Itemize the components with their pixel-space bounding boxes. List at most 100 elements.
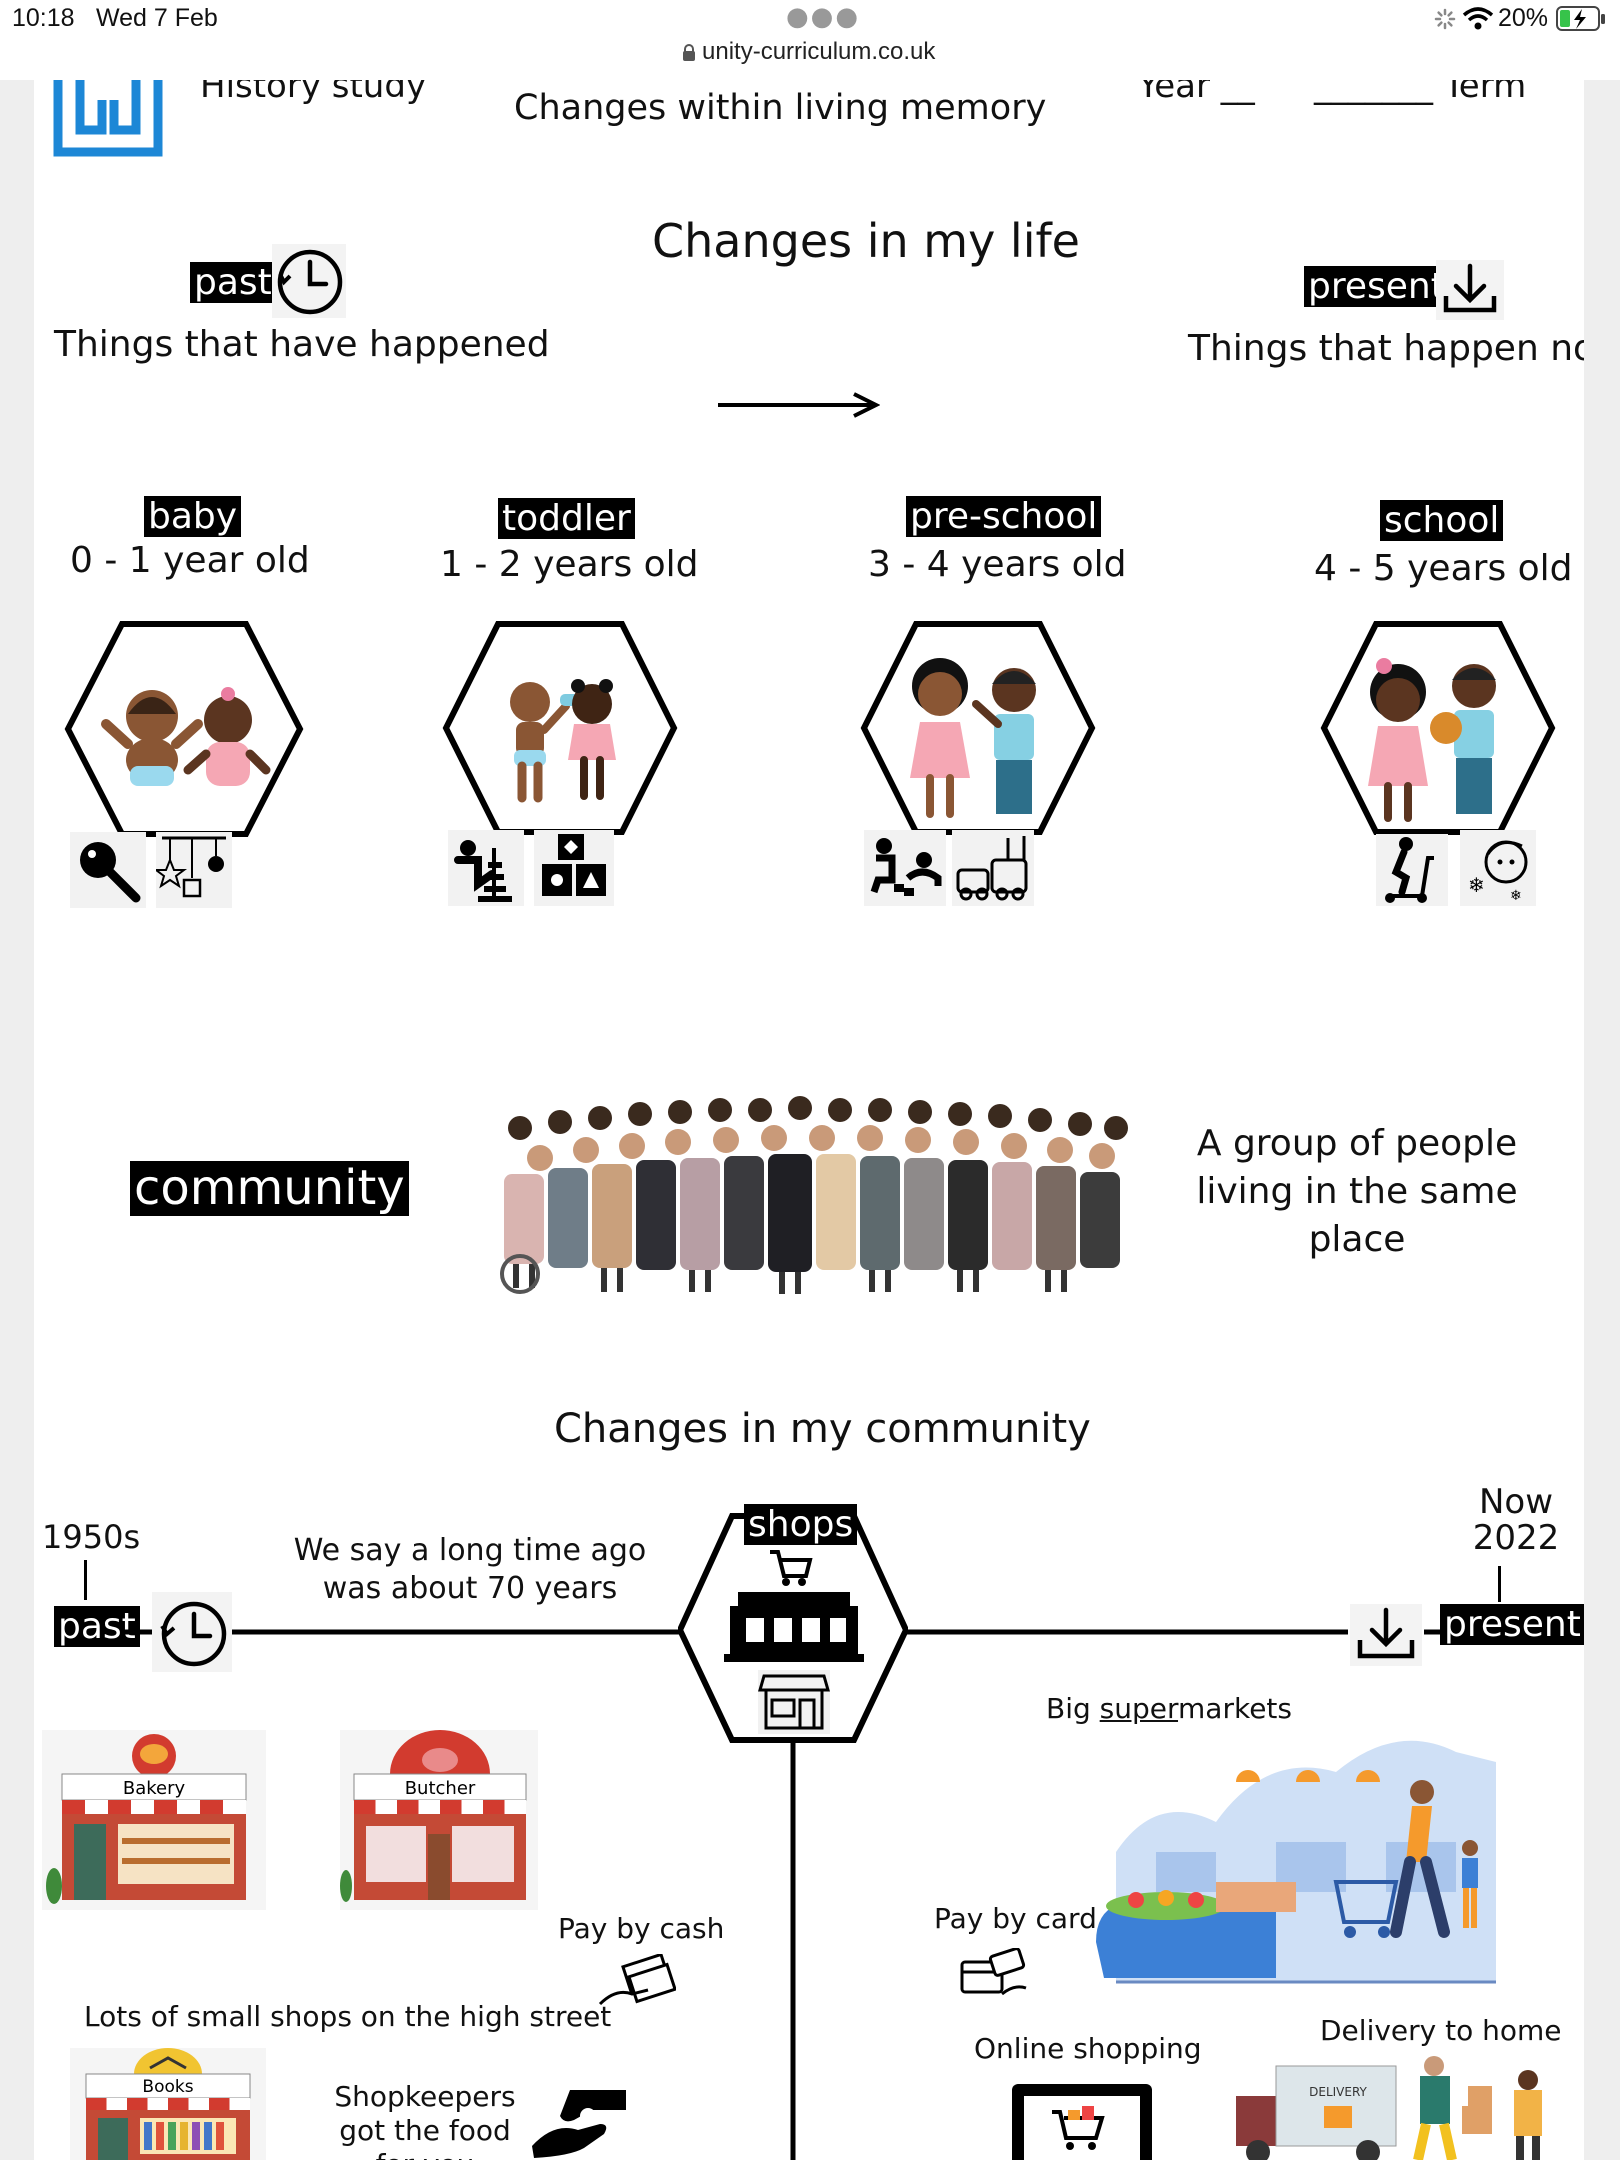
lock-icon	[683, 44, 695, 61]
delivery-picture: DELIVERY	[1236, 2056, 1542, 2160]
timeline-download-icon	[1350, 1604, 1422, 1666]
supermarket-picture	[1096, 1740, 1496, 1984]
shopkeepers-line-1: Shopkeepers	[334, 2080, 516, 2113]
clock-icon	[272, 244, 346, 318]
stage-school-tag: school	[1380, 500, 1504, 542]
hexagon-school-picture	[1320, 621, 1556, 835]
past-tag-text: past	[190, 262, 276, 304]
card-payment-icon	[960, 1948, 1027, 1996]
shopkeepers-line-2: got the food	[339, 2114, 511, 2147]
stage-school-tag-text: school	[1380, 500, 1504, 542]
worksheet-page: History study Changes within living memo…	[34, 80, 1584, 2160]
hexagon-baby-picture	[64, 621, 304, 837]
bakery-sign: Bakery	[123, 1778, 186, 1799]
small-shops-label: Lots of small shops on the high street	[84, 2000, 612, 2033]
timeline-note-line-2: was about 70 years	[322, 1571, 618, 1606]
butcher-shop-picture: Butcher	[340, 1730, 538, 1910]
big-supermarkets-underlined: super	[1099, 1692, 1179, 1725]
computer-cart-icon	[1012, 2084, 1152, 2160]
start-tick	[84, 1560, 87, 1600]
battery-percent: 20%	[1498, 4, 1549, 32]
present-tag: present	[1304, 266, 1449, 308]
timeline-past-tag: past	[54, 1606, 140, 1648]
community-definition: A group of people living in the same pla…	[1172, 1120, 1542, 1264]
cash-hand-icon	[598, 1954, 676, 2006]
stage-baby-tag-text: baby	[144, 496, 242, 538]
stage-toddler-tag-text: toddler	[498, 498, 635, 540]
timeline-lines	[120, 1629, 1440, 2160]
more-dots-icon[interactable]: ●●●	[786, 2, 861, 32]
community-tag: community	[130, 1160, 409, 1217]
big-supermarkets-label: Big supermarkets	[1046, 1692, 1292, 1725]
stage-preschool-age: 3 - 4 years old	[868, 544, 1127, 585]
wifi-icon	[1462, 7, 1494, 30]
stage-preschool-tag: pre-school	[906, 496, 1102, 538]
shop-front-icon	[724, 1592, 864, 1662]
scooter-icon	[1376, 834, 1448, 906]
stacking-toy-icon	[448, 830, 524, 906]
header-subject: History study	[200, 80, 427, 106]
rattle-icon	[70, 832, 146, 908]
stage-preschool-tag-text: pre-school	[906, 496, 1102, 538]
truck-label: DELIVERY	[1309, 2085, 1367, 2099]
timeline-present-tag-text: present	[1440, 1604, 1584, 1646]
shopkeepers-line-3: for you	[330, 2148, 520, 2160]
url-bar[interactable]: unity-curriculum.co.uk	[702, 38, 936, 65]
playing-children-icon	[864, 830, 946, 906]
past-definition: Things that have happened	[54, 324, 550, 365]
pay-by-cash-label: Pay by cash	[558, 1912, 725, 1945]
crowd-of-people-picture	[500, 1096, 1128, 1294]
life-title: Changes in my life	[652, 214, 1080, 268]
timeline-note-line-1: We say a long time ago	[293, 1533, 647, 1568]
timeline-note: We say a long time ago was about 70 year…	[252, 1532, 688, 1608]
butcher-sign: Butcher	[405, 1778, 476, 1799]
online-shopping-label: Online shopping	[974, 2032, 1202, 2065]
pretend-play-icon: ❄❄	[1460, 830, 1536, 906]
status-bar: 10:18 Wed 7 Feb ●●● unity-curriculum.co.…	[0, 0, 1620, 80]
shops-tag-text: shops	[744, 1504, 858, 1546]
stage-baby-age: 0 - 1 year old	[70, 540, 310, 581]
baby-mobile-icon	[156, 832, 232, 908]
pay-by-card-label: Pay by card	[934, 1902, 1097, 1935]
download-arrow-icon	[1436, 260, 1504, 320]
timeline-end-label-line-2: 2022	[1472, 1518, 1560, 1558]
header-year[interactable]: Year __	[1138, 80, 1255, 106]
timeline-clock-icon	[152, 1592, 232, 1672]
stage-baby-tag: baby	[144, 496, 242, 538]
blocks-icon	[534, 830, 614, 906]
delivery-to-home-label: Delivery to home	[1320, 2014, 1562, 2047]
community-changes-title: Changes in my community	[554, 1406, 1091, 1452]
toy-train-icon	[952, 830, 1034, 906]
books-sign: Books	[142, 2077, 193, 2097]
shopping-cart-icon	[770, 1550, 813, 1586]
svg-text:❄: ❄	[1510, 888, 1522, 904]
big-supermarkets-prefix: Big	[1046, 1692, 1100, 1725]
community-tag-text: community	[130, 1160, 409, 1217]
community-definition-line-1: A group of people	[1196, 1123, 1518, 1164]
loading-icon	[1434, 8, 1456, 30]
date: Wed 7 Feb	[96, 4, 218, 32]
timeline-end-label-line-1: Now	[1478, 1482, 1554, 1522]
hexagon-toddler-picture	[442, 621, 678, 835]
shops-tag: shops	[744, 1504, 858, 1546]
book-shop-picture: Books	[70, 2048, 266, 2160]
stage-toddler-age: 1 - 2 years old	[440, 544, 699, 585]
end-tick	[1498, 1566, 1501, 1602]
header-term[interactable]: _______ Term	[1314, 80, 1527, 106]
past-tag: past	[190, 262, 276, 304]
battery-icon	[1556, 6, 1605, 31]
hexagon-preschool-picture	[860, 621, 1096, 835]
timeline-present-tag: present	[1440, 1604, 1584, 1646]
header-topic: Changes within living memory	[514, 88, 1047, 128]
unity-logo-icon	[53, 80, 163, 157]
timeline-past-tag-text: past	[54, 1606, 140, 1648]
svg-text:❄: ❄	[1468, 873, 1485, 897]
present-definition: Things that happen now	[1188, 328, 1584, 369]
community-definition-line-3: place	[1308, 1219, 1406, 1260]
stage-school-age: 4 - 5 years old	[1314, 548, 1573, 589]
present-tag-text: present	[1304, 266, 1449, 308]
timeline-end-label: Now 2022	[1466, 1484, 1566, 1556]
shopkeepers-label: Shopkeepers got the food for you	[330, 2080, 520, 2160]
community-definition-line-2: living in the same	[1196, 1171, 1518, 1212]
bakery-shop-picture: Bakery	[42, 1730, 266, 1910]
